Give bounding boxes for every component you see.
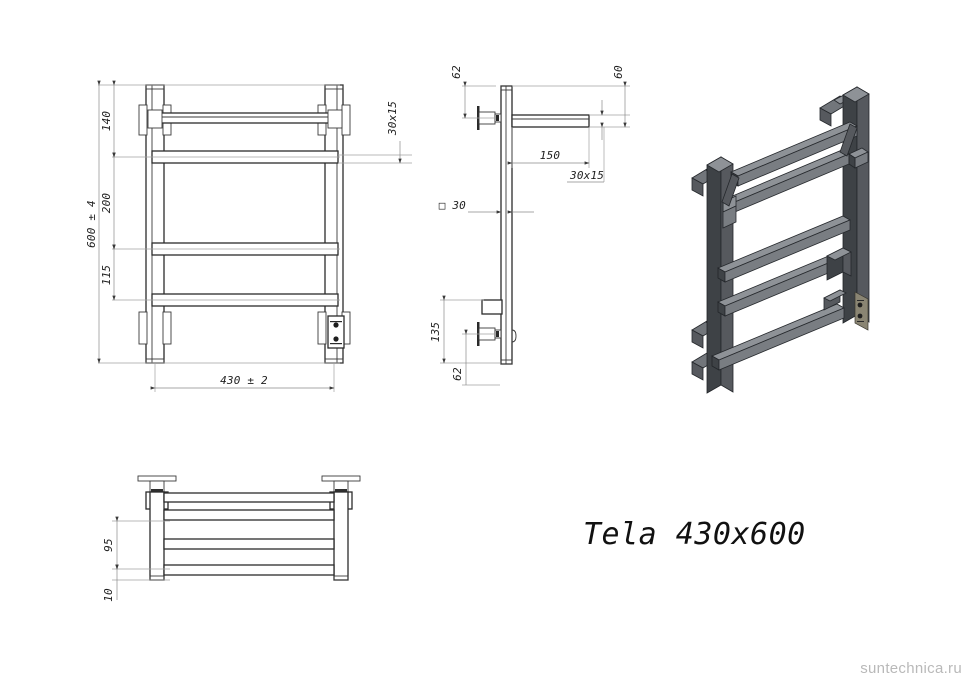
- front-shelf-rail: [147, 109, 343, 129]
- isometric-view: [691, 86, 870, 394]
- dim-side-top-offset: 62: [450, 65, 463, 79]
- dim-side-shelf-length: 150: [540, 149, 561, 162]
- dim-front-top-segment: 140: [100, 111, 113, 132]
- front-elevation-view: 600 ± 4 140 200 115 430 ± 2 30x15: [85, 80, 412, 392]
- dim-side-post-profile: □ 30: [439, 199, 466, 212]
- iso-shelf-arm-right: [848, 147, 869, 169]
- iso-right-post: [842, 86, 870, 324]
- iso-lower-right-bracket: [823, 289, 847, 311]
- dim-front-height: 600 ± 4: [85, 200, 98, 248]
- plan-view: 95 10: [102, 475, 361, 602]
- dim-plan-depth: 95: [102, 538, 115, 552]
- dim-side-depth: 60: [612, 65, 625, 79]
- side-post: [500, 85, 513, 365]
- dim-front-lower-segment: 115: [100, 265, 113, 285]
- iso-rung-lower: [711, 303, 845, 371]
- side-shelf-arm: [511, 114, 590, 128]
- plan-posts: [149, 491, 349, 581]
- iso-control-panel: [854, 291, 869, 331]
- side-lower-bracket-block: [481, 299, 503, 315]
- plan-rails: [163, 492, 335, 576]
- side-control-bump: [511, 329, 517, 343]
- watermark-suntechnica: suntechnica.ru: [860, 660, 962, 677]
- iso-lower-connector-block: [826, 247, 852, 281]
- iso-shelf-rail-back: [730, 121, 858, 187]
- iso-shelf-arm-left: [722, 195, 737, 229]
- dim-front-rail-profile: 30x15: [386, 101, 399, 136]
- iso-shelf-connectors: [721, 123, 858, 207]
- front-control-module: [327, 315, 345, 349]
- dim-front-middle-segment: 200: [100, 193, 113, 214]
- dim-front-width: 430 ± 2: [220, 374, 268, 387]
- side-elevation-view: 62 60 150 30x15 □ 30: [429, 65, 630, 386]
- dim-side-bottom-bracket: 135: [429, 322, 442, 342]
- dim-side-shelf-profile: 30x15: [569, 169, 604, 182]
- dim-side-bottom-offset: 62: [451, 367, 464, 381]
- iso-rung-upper: [717, 215, 851, 283]
- drawing-title: Tela 430x600: [583, 517, 806, 552]
- front-lower-wall-brackets: [138, 311, 351, 345]
- dim-plan-clearance: 10: [102, 588, 115, 602]
